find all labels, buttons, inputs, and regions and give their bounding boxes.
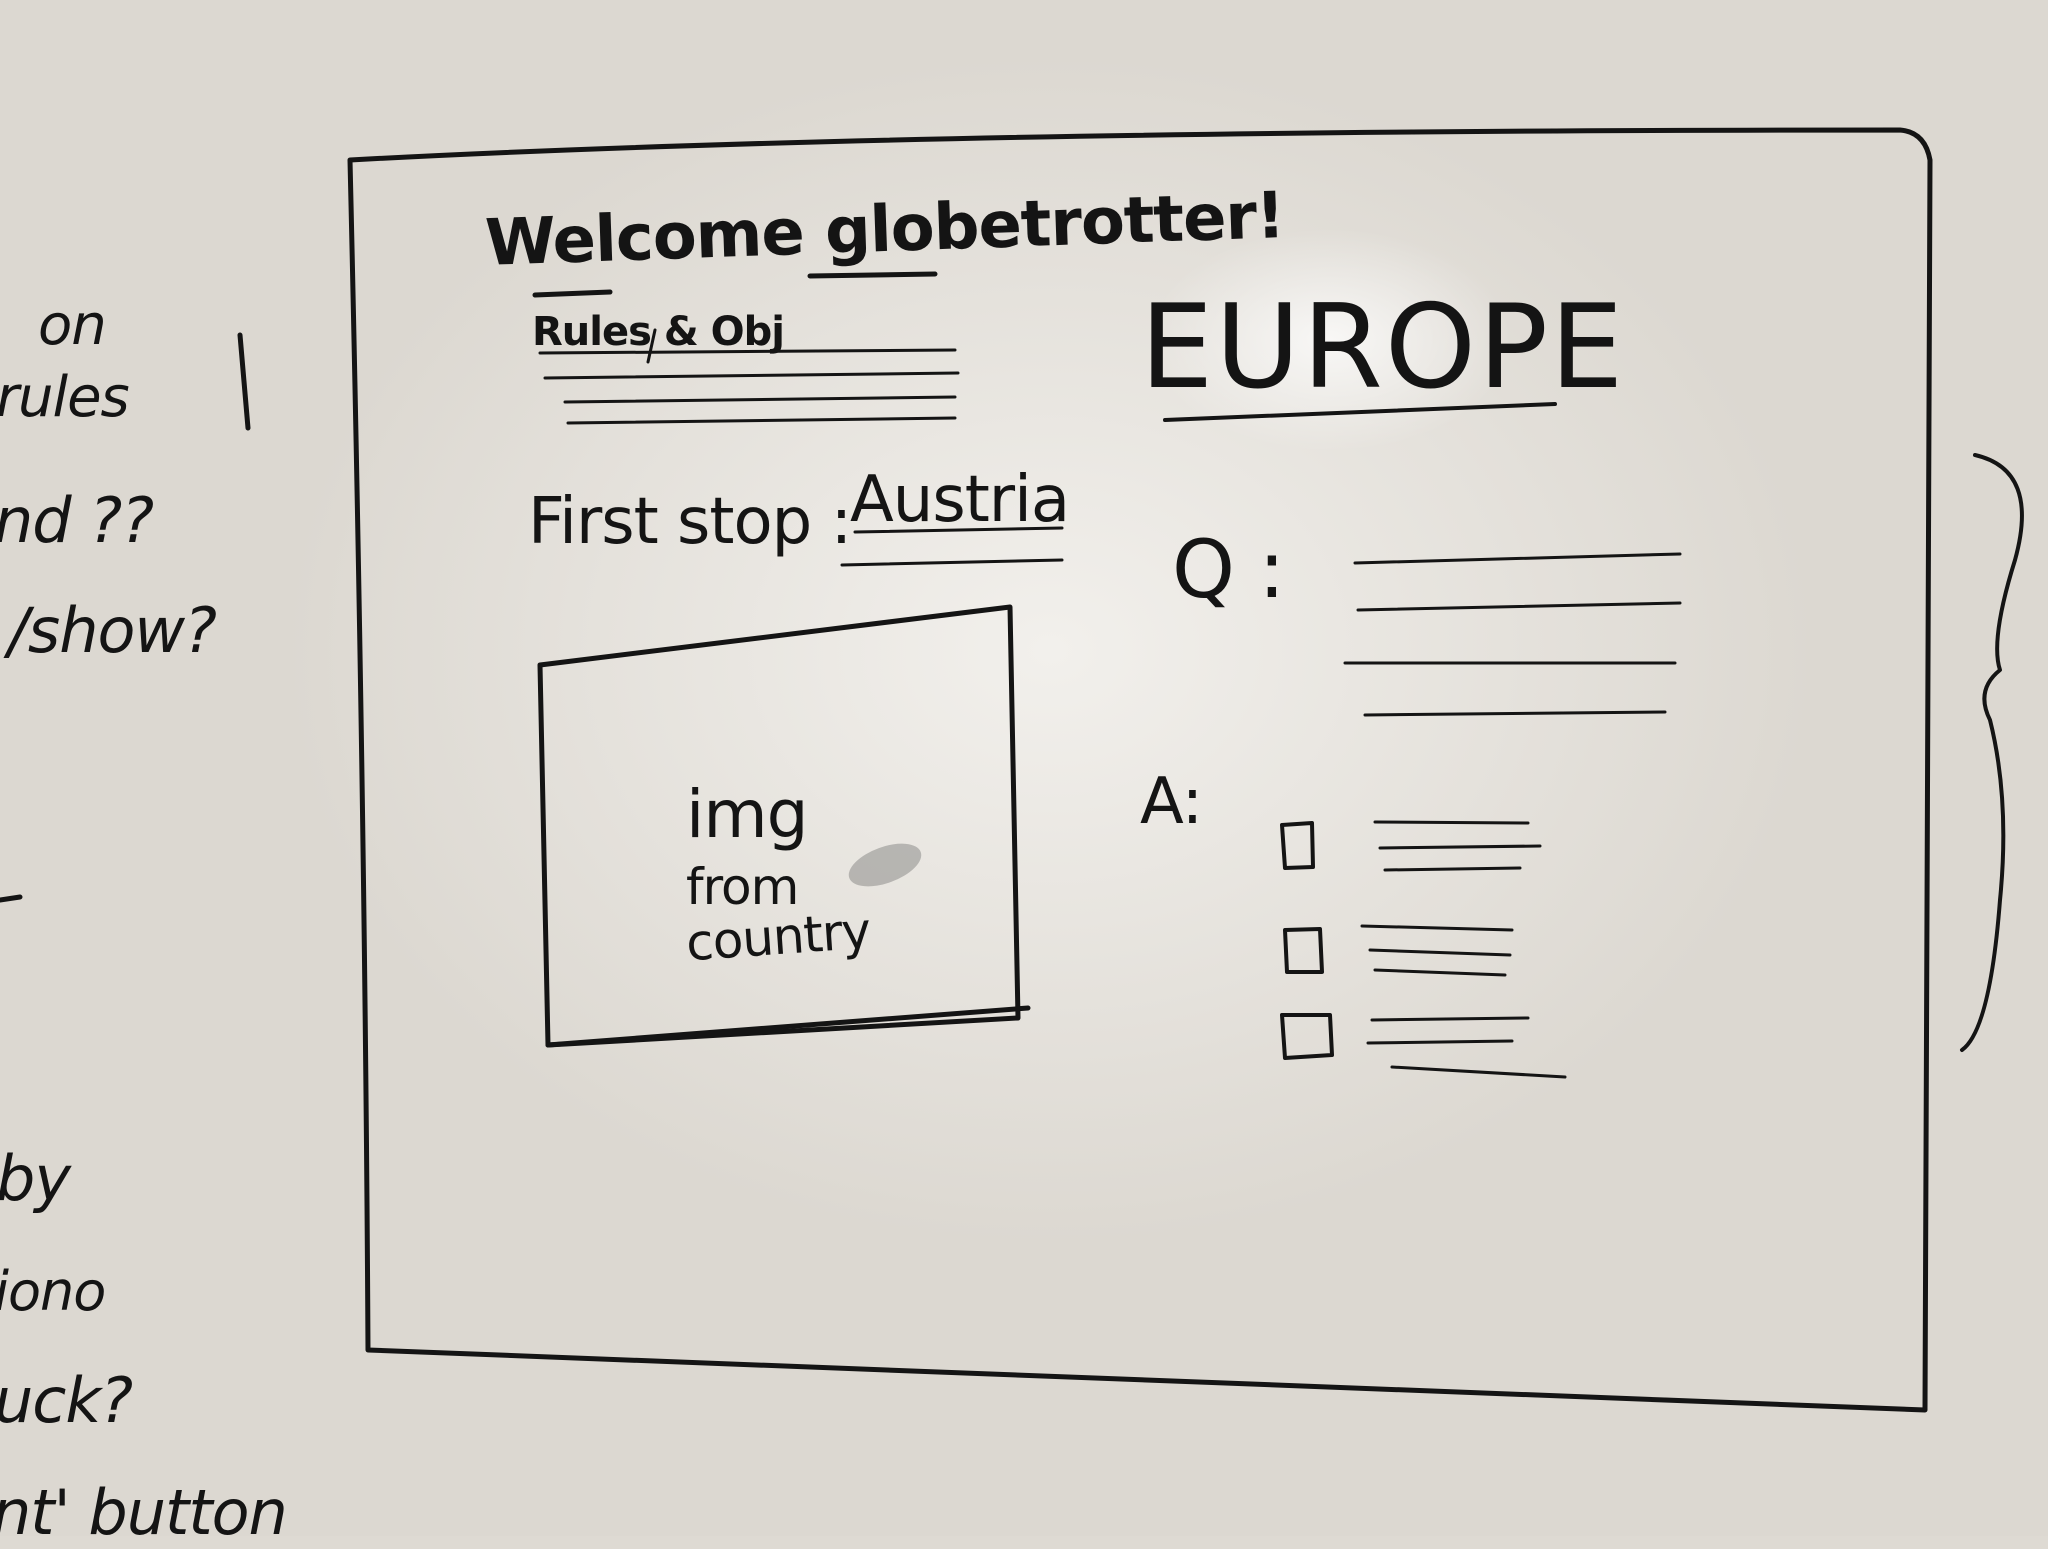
rules-line-1: [538, 348, 957, 355]
country-underline-1: [853, 526, 1064, 534]
answer-3-line-3: [1390, 1065, 1567, 1079]
image-placeholder-line-1: img: [686, 776, 809, 853]
answer-label: A:: [1140, 765, 1203, 839]
margin-note-iono: iono: [0, 1260, 106, 1323]
answer-2-line-3: [1373, 968, 1507, 977]
margin-note-round: nd ??: [0, 484, 154, 557]
eraser-smudge: [848, 843, 922, 887]
welcome-underline-2: [807, 271, 938, 279]
answer-1-line-3: [1383, 866, 1522, 872]
rules-label: Rules & Obj: [532, 309, 785, 355]
welcome-underline-1: [532, 289, 613, 298]
image-placeholder-line-2: from: [686, 858, 799, 916]
rules-line-4: [566, 416, 957, 425]
rules-line-2: [543, 371, 960, 380]
country-name: Austria: [850, 463, 1070, 537]
image-box-bottom-edge: [545, 1005, 1031, 1048]
region-title: EUROPE: [1140, 280, 1626, 415]
margin-note-show: /show?: [8, 594, 217, 667]
margin-note-stuck: uck?: [0, 1364, 133, 1437]
question-label: Q :: [1172, 523, 1285, 616]
image-placeholder-line-3: country: [684, 901, 873, 973]
answer-checkbox-2: [1283, 927, 1324, 974]
rules-line-3: [563, 395, 957, 404]
region-underline: [1163, 402, 1557, 422]
answer-1-line-2: [1378, 844, 1542, 850]
rules-ampersand-stroke: [646, 328, 657, 364]
margin-tick: [237, 332, 251, 431]
margin-note-by: by: [0, 1142, 71, 1215]
country-underline-2: [840, 558, 1064, 567]
first-stop-label: First stop :: [528, 485, 852, 559]
margin-note-on: on: [38, 293, 107, 358]
curly-brace: [1960, 453, 2024, 1052]
answer-1-line-1: [1373, 820, 1530, 825]
margin-note-button: nt' button: [0, 1476, 288, 1549]
answer-checkbox-1: [1280, 821, 1315, 870]
question-line-4: [1363, 710, 1667, 717]
answer-3-line-1: [1370, 1016, 1530, 1022]
margin-note-rules: rules: [0, 365, 130, 430]
margin-dash: [0, 894, 23, 903]
question-line-1: [1353, 552, 1682, 565]
answer-2-line-2: [1368, 948, 1512, 957]
mockup-frame: [347, 127, 1933, 1413]
question-line-2: [1356, 601, 1682, 612]
answer-checkbox-3: [1280, 1013, 1334, 1060]
answer-2-line-1: [1360, 924, 1514, 932]
image-box: [537, 604, 1021, 1048]
answer-3-line-2: [1366, 1039, 1514, 1045]
